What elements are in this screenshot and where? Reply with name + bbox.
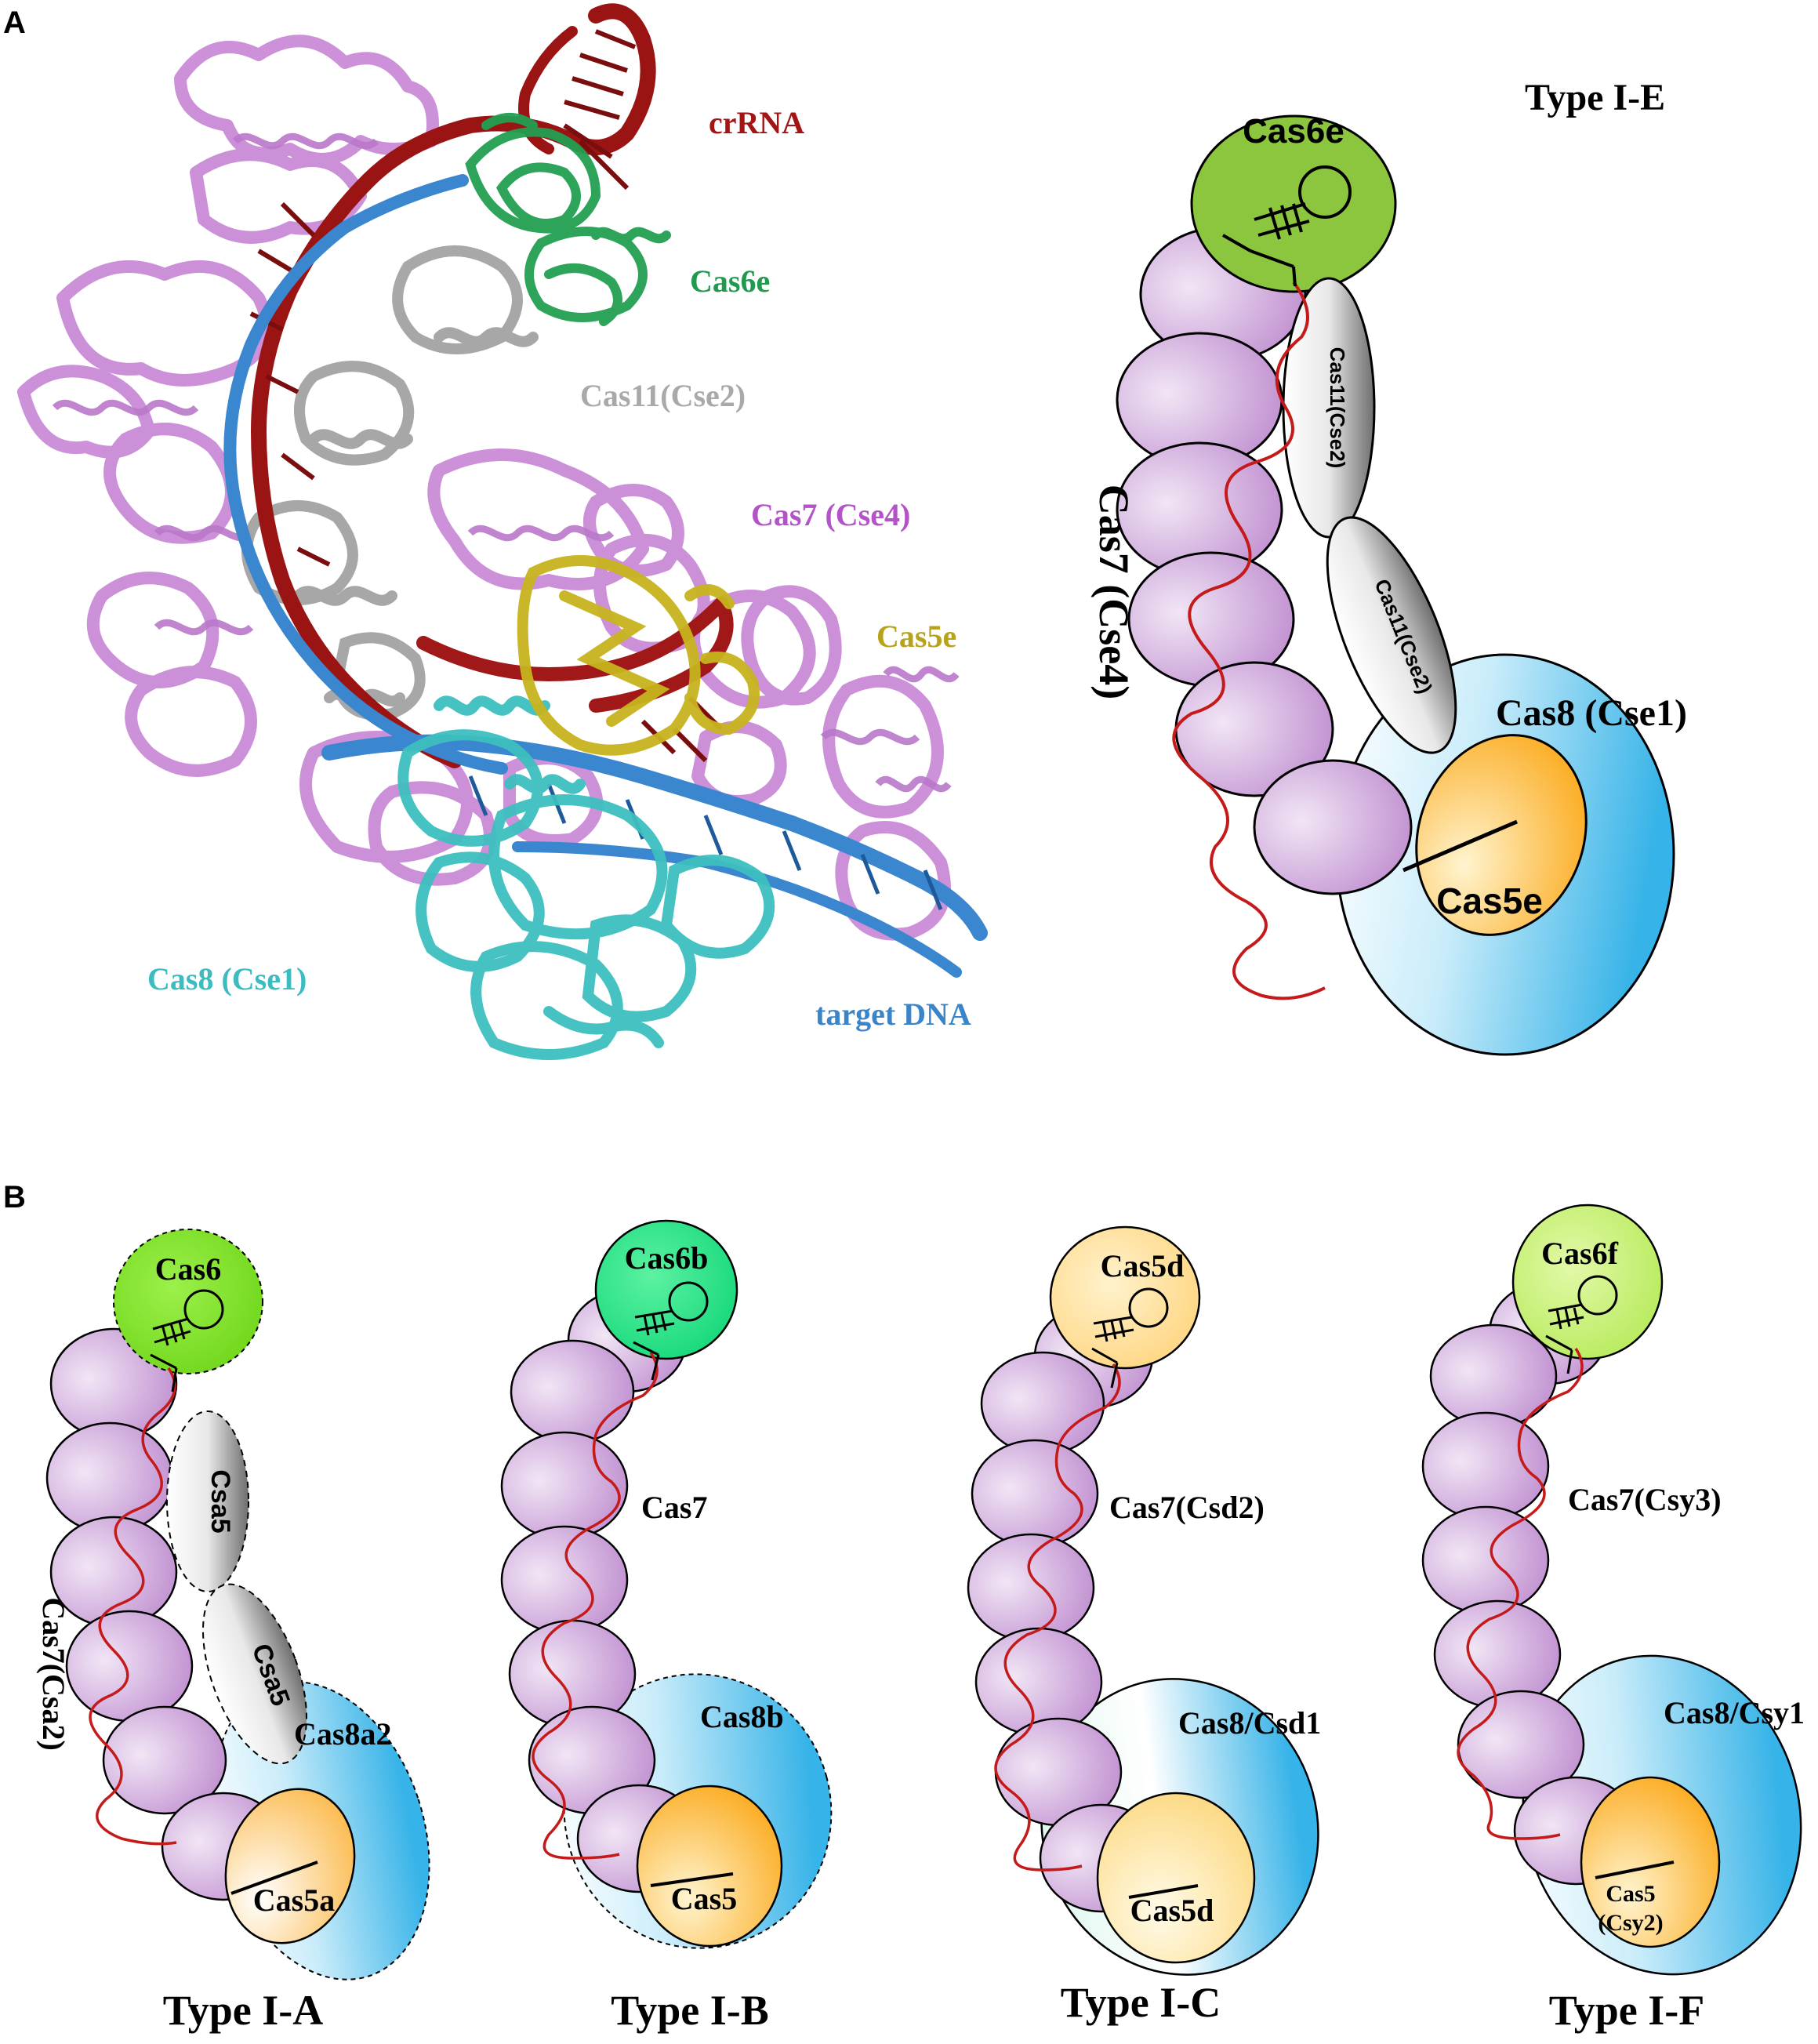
cas5-label: Cas5a <box>253 1882 335 1918</box>
cas11-structure <box>241 245 539 721</box>
hairpin-icon <box>1091 1287 1169 1389</box>
label-crrna: crRNA <box>709 105 804 140</box>
cas5e-ellipse <box>1415 734 1588 936</box>
label-cas7: Cas7 (Cse4) <box>751 497 910 532</box>
cas5-label-line2: (Csy2) <box>1598 1910 1663 1936</box>
csa5-top-label: Csa5 <box>205 1469 235 1533</box>
cas7-helices <box>52 133 960 793</box>
label-cas8: Cas8 (Cse1) <box>147 961 307 997</box>
type-title: Type I-B <box>611 1987 769 2034</box>
cas7-backbone <box>1116 226 1413 895</box>
cas5e-structure <box>517 555 760 756</box>
hairpin-icon <box>1222 165 1352 287</box>
cas6-ellipse <box>113 1229 263 1374</box>
crrna-line <box>1172 281 1326 1000</box>
cas6b-ellipse <box>594 1219 738 1360</box>
hairpin-icon <box>633 1281 709 1381</box>
hairpin-icon <box>1545 1275 1618 1374</box>
dna-structure <box>223 174 988 978</box>
cas5a-handle <box>230 1861 318 1895</box>
hairpin-icon <box>150 1289 224 1392</box>
crrna-line <box>1457 1348 1584 1840</box>
cas8-label: Cas8/Csd1 <box>1178 1705 1321 1741</box>
label-cas5e: Cas5e <box>876 619 956 654</box>
schematic-type-ib: Cas6b Cas7 Cas8b Cas5 Type I-B <box>500 1219 833 2034</box>
schematic-type-ie: Type I-E Cas6e Cas11(Cse <box>1090 77 1687 1056</box>
cas8-structure <box>397 695 775 1060</box>
cas5d-bottom-label: Cas5d <box>1130 1893 1214 1928</box>
cas6f-label: Cas6f <box>1541 1236 1618 1271</box>
cas5d-handle <box>1128 1884 1199 1899</box>
cas5d-top-label: Cas5d <box>1101 1248 1185 1283</box>
cas5d-top-ellipse <box>1049 1225 1201 1370</box>
cas5-csy2-ellipse <box>1580 1776 1721 1948</box>
panel-a-letter: A <box>3 5 26 40</box>
cas6f-ellipse <box>1511 1204 1664 1360</box>
cas5-handle <box>650 1872 734 1887</box>
cas7-backbone <box>967 1304 1164 1913</box>
csa5-top-ellipse <box>166 1410 249 1592</box>
schematic-type-if: Cas6f Cas7(Csy3) Cas8/Csy1 Cas5 (Csy2) T… <box>1421 1204 1805 2034</box>
schematic-title: Type I-E <box>1525 77 1665 118</box>
crrna-line <box>89 1367 177 1846</box>
type-title: Type I-A <box>163 1987 324 2034</box>
type-title: Type I-F <box>1549 1987 1705 2034</box>
cas5-handle <box>1595 1861 1675 1879</box>
label-cas11: Cas11(Cse2) <box>580 378 746 413</box>
label-cas6e: Cas6e <box>690 263 770 299</box>
cas5d-bottom-ellipse <box>1096 1792 1256 1964</box>
cas11-top-ellipse <box>1282 277 1376 539</box>
cas7-label: Cas7 <box>641 1490 707 1525</box>
cas7-structure <box>17 34 951 941</box>
schematic-type-ia: Cas6 Csa5 Csa5 Cas7(Csa2) Cas8a2 Cas5a T… <box>36 1229 430 2034</box>
cas5a-ellipse <box>224 1788 356 1944</box>
cas7-backbone <box>1421 1280 1638 1886</box>
cas5-ellipse <box>636 1784 783 1948</box>
cas6-label: Cas6 <box>155 1251 221 1287</box>
cas8-label: Cas8b <box>700 1699 784 1734</box>
type-title: Type I-C <box>1061 1979 1221 2026</box>
cas8-label: Cas8a2 <box>294 1716 391 1752</box>
cas7-label: Cas7(Csy3) <box>1568 1482 1722 1517</box>
panel-b-letter: B <box>3 1180 26 1214</box>
cas5e-handle <box>1403 819 1518 873</box>
cas5e-label: Cas5e <box>1436 880 1543 921</box>
cas8-label: Cas8 (Cse1) <box>1496 692 1687 734</box>
csa5-bottom-ellipse <box>202 1583 307 1765</box>
schematic-type-ic: Cas5d Cas7(Csd2) Cas8/Csd1 Cas5d Type I-… <box>967 1225 1321 2026</box>
crrna-line <box>994 1363 1121 1872</box>
cas11-top-label: Cas11(Cse2) <box>1326 347 1349 469</box>
cas5-label: Cas5 <box>671 1881 737 1916</box>
crrna-line <box>532 1352 659 1860</box>
cas5-label-line1: Cas5 <box>1606 1881 1655 1907</box>
cas7-label: Cas7 (Cse4) <box>1090 485 1138 699</box>
cas6b-label: Cas6b <box>625 1240 709 1276</box>
cas7-label: Cas7(Csd2) <box>1109 1490 1265 1525</box>
cas6e-structure <box>465 113 671 326</box>
cas6e-label: Cas6e <box>1243 112 1344 151</box>
label-target-dna: target DNA <box>815 997 971 1032</box>
cas7-label: Cas7(Csa2) <box>36 1597 71 1751</box>
structure-cartoon <box>17 3 988 1060</box>
cas8-label: Cas8/Csy1 <box>1664 1695 1805 1730</box>
cas11-bottom-ellipse <box>1326 516 1457 754</box>
